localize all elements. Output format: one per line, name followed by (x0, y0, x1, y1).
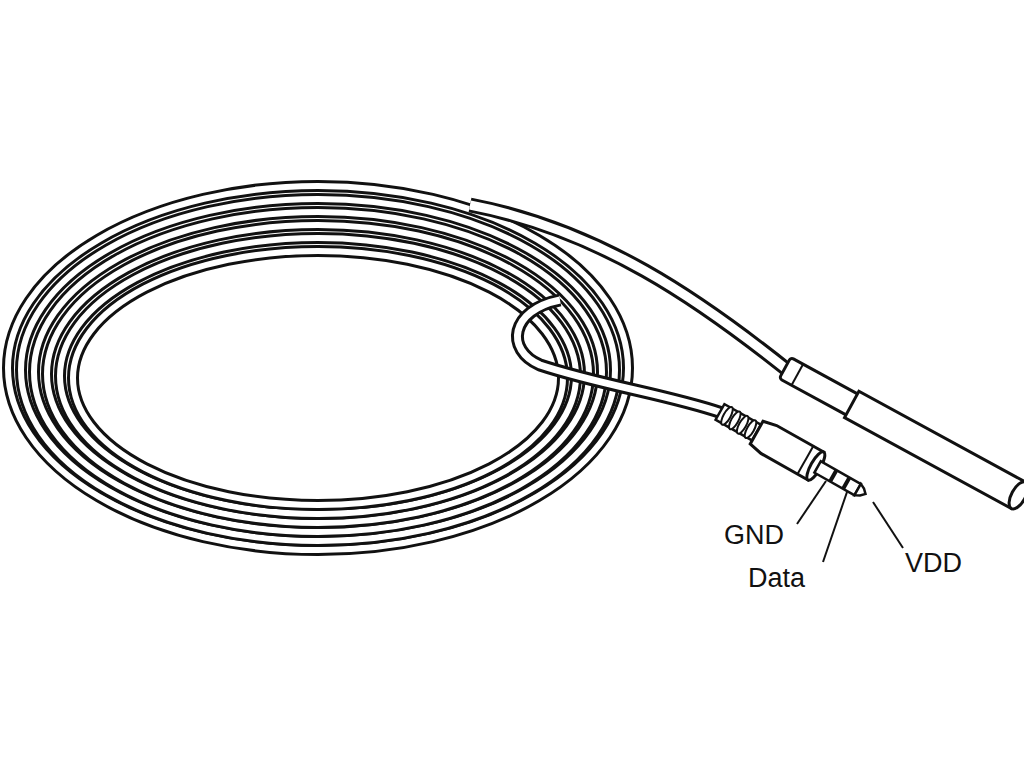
leader-line (873, 502, 903, 548)
leader-line (823, 492, 847, 562)
pin-label: VDD (905, 550, 962, 577)
coil-loop (21, 199, 615, 541)
coil-loop (34, 212, 602, 532)
temperature-probe (778, 355, 1024, 512)
coil-loop (47, 225, 589, 523)
coil-loop (47, 225, 589, 523)
jack-cable (517, 300, 722, 413)
coil-loop (73, 251, 563, 505)
coil-loop (60, 238, 576, 514)
coil-loop (34, 212, 602, 532)
coil-loop (21, 199, 615, 541)
coil-loop (60, 238, 576, 514)
leader-line (797, 481, 826, 524)
audio-jack (712, 398, 873, 508)
pin-label: Data (748, 565, 805, 592)
coil-loop (73, 251, 563, 505)
pin-label: GND (724, 522, 784, 549)
jack-cable-fill (517, 300, 722, 413)
